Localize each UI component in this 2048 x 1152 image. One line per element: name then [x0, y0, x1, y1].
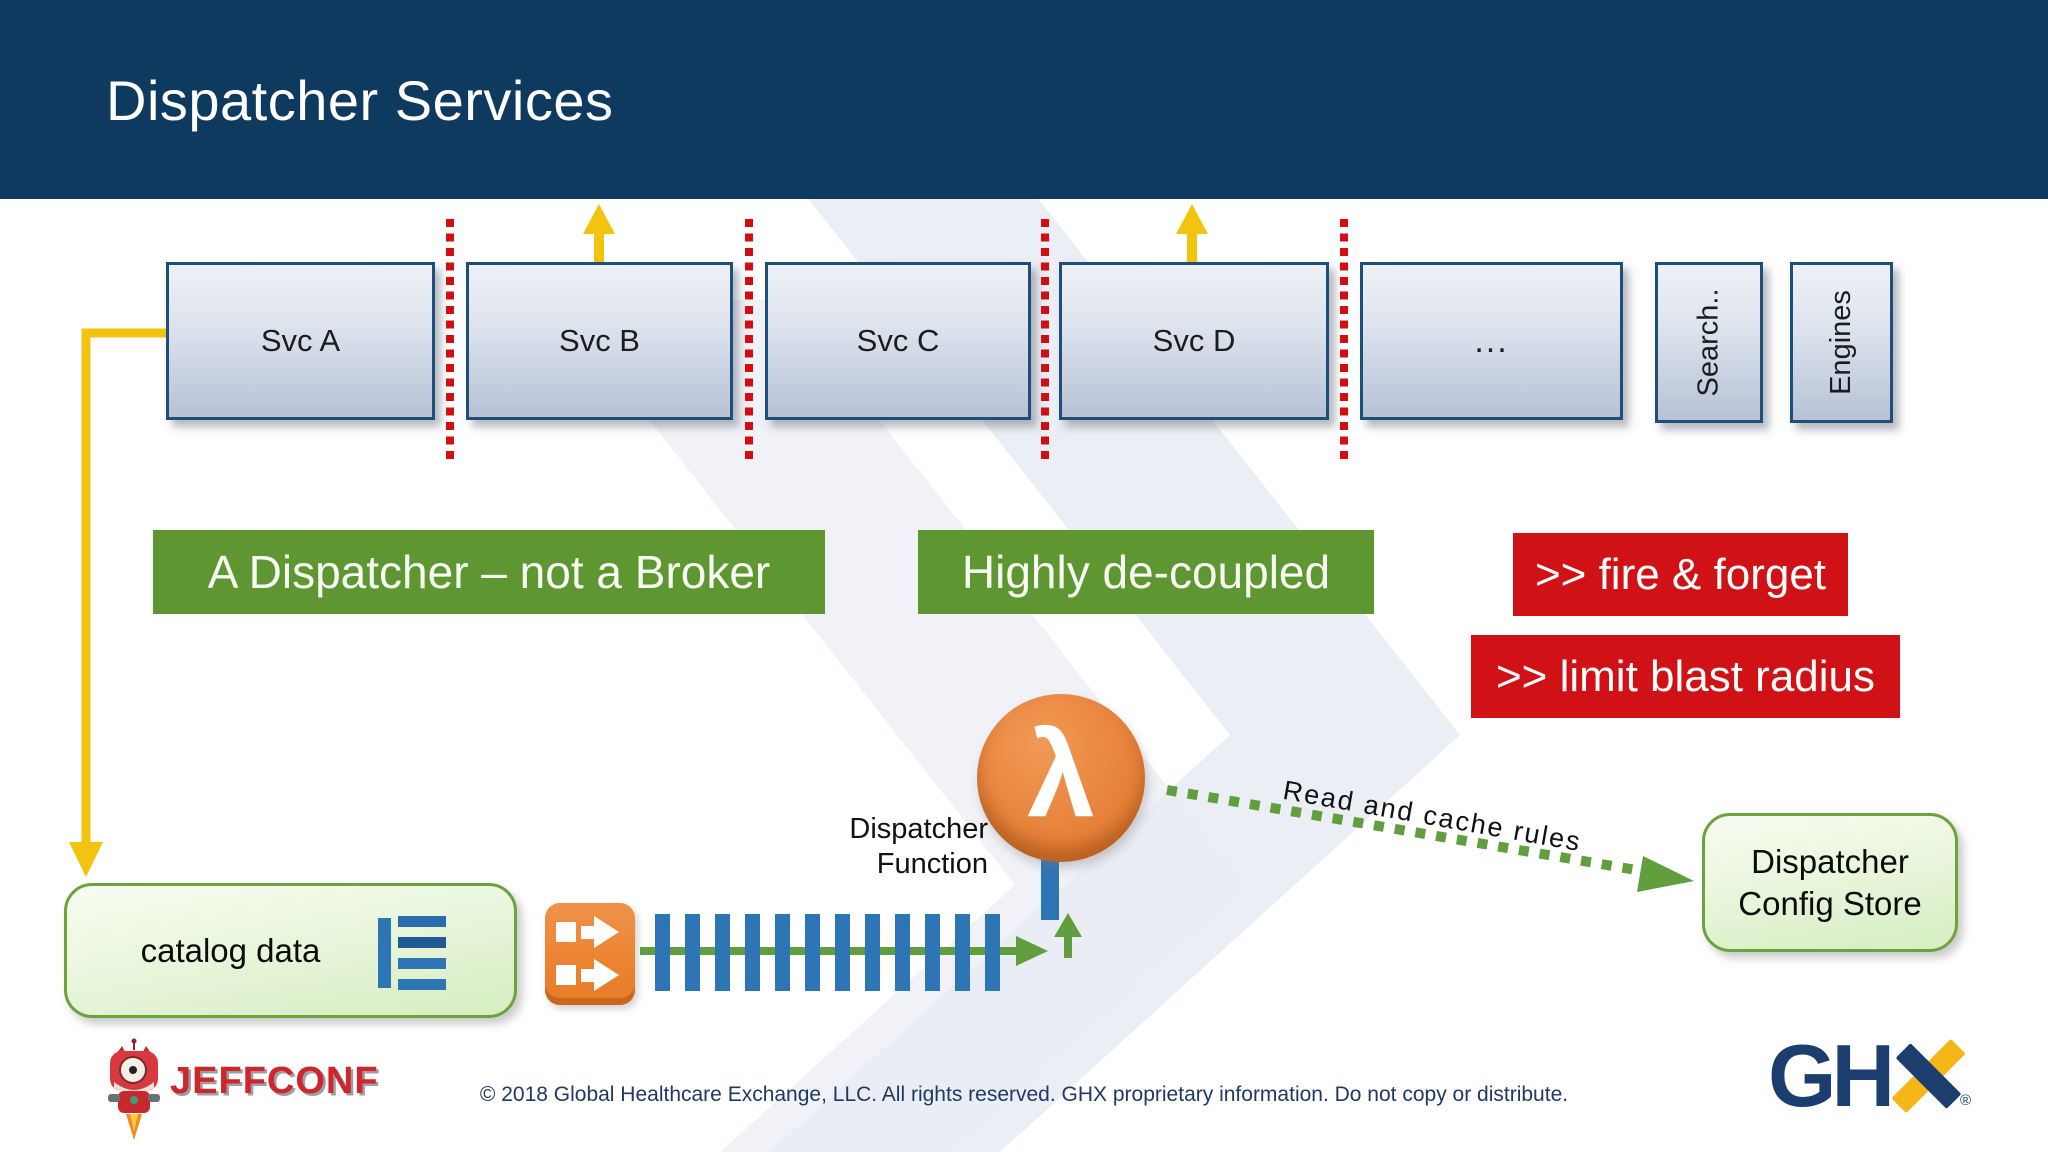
dispatcher-function-line2: Function — [876, 847, 988, 880]
records-list-icon — [378, 916, 446, 990]
stream-shard-bars — [655, 914, 1000, 991]
search-box: Search.. — [1655, 262, 1763, 423]
svc-b-box: Svc B — [466, 262, 733, 420]
dispatcher-config-store-box: Dispatcher Config Store — [1702, 813, 1958, 952]
records-list-row — [398, 916, 446, 927]
config-store-line1: Dispatcher — [1751, 843, 1909, 881]
slide-header: Dispatcher Services — [0, 0, 2048, 199]
router-arrow-stem — [581, 968, 594, 982]
router-square — [556, 922, 576, 942]
svc-c-label: Svc C — [856, 323, 940, 358]
svc-a-to-catalog-connector — [69, 328, 166, 877]
decoupled-banner: Highly de-coupled — [918, 530, 1374, 614]
jeffconf-logo: JEFFCONF — [100, 1038, 379, 1142]
stream-to-lambda-arrow — [1054, 913, 1082, 958]
ghx-logo: GH X ® — [1768, 1026, 1972, 1125]
svc-a-box: Svc A — [166, 262, 435, 420]
svc-a-label: Svc A — [260, 323, 341, 358]
catalog-data-label: catalog data — [140, 931, 321, 969]
svc-b-label: Svc B — [559, 323, 640, 358]
router-square — [556, 965, 576, 985]
records-list-row — [398, 937, 446, 948]
svc-b-up-arrow — [583, 204, 615, 262]
router-arrow-stem — [581, 925, 594, 939]
read-cache-dotted-arrow — [1166, 785, 1694, 892]
router-row-bottom — [556, 959, 619, 991]
engines-box: Engines — [1790, 262, 1893, 423]
records-list-row — [398, 958, 446, 969]
copyright-text: © 2018 Global Healthcare Exchange, LLC. … — [479, 1083, 1569, 1106]
ghx-gh-letters: GH — [1768, 1026, 1895, 1125]
not-a-broker-banner: A Dispatcher – not a Broker — [153, 530, 825, 614]
fire-forget-text: >> fire & forget — [1534, 549, 1827, 599]
config-store-line2: Config Store — [1738, 884, 1922, 922]
ghx-x-letter: X — [1894, 1040, 1895, 1041]
router-arrow-head — [594, 959, 619, 991]
page-title: Dispatcher Services — [106, 69, 614, 132]
router-arrow-head — [594, 916, 619, 948]
svc-c-box: Svc C — [765, 262, 1031, 420]
catalog-data-box: catalog data — [64, 883, 517, 1018]
records-list-icon-bar — [378, 918, 391, 988]
ghx-x-glyph: X — [1891, 1038, 1966, 1114]
dispatcher-function-label: Dispatcher Function — [806, 812, 988, 882]
svc-more-label: ... — [1474, 321, 1509, 360]
decoupled-text: Highly de-coupled — [961, 546, 1331, 598]
limit-blast-text: >> limit blast radius — [1495, 651, 1876, 701]
jeffconf-wordmark: JEFFCONF — [170, 1060, 379, 1102]
fire-forget-banner: >> fire & forget — [1513, 533, 1848, 616]
partition-dotted-lines — [446, 219, 1348, 460]
search-label: Search.. — [1692, 288, 1725, 397]
ghx-registered-mark: ® — [1960, 1092, 1972, 1109]
dispatcher-function-line1: Dispatcher — [849, 813, 988, 845]
svc-d-label: Svc D — [1152, 323, 1236, 358]
svc-d-up-arrow — [1176, 204, 1208, 262]
lambda-stem — [1041, 846, 1059, 920]
svc-more-box: ... — [1360, 262, 1623, 420]
message-router-icon — [545, 903, 635, 1005]
records-list-row — [398, 979, 446, 990]
jeffconf-mascot-icon — [108, 1038, 160, 1140]
limit-blast-banner: >> limit blast radius — [1471, 635, 1900, 718]
engines-label: Engines — [1825, 290, 1857, 395]
not-a-broker-text: A Dispatcher – not a Broker — [207, 546, 771, 598]
svc-d-box: Svc D — [1059, 262, 1329, 420]
router-row-top — [556, 916, 619, 948]
lambda-symbol: λ — [1027, 706, 1095, 842]
lambda-icon: λ — [977, 694, 1145, 862]
